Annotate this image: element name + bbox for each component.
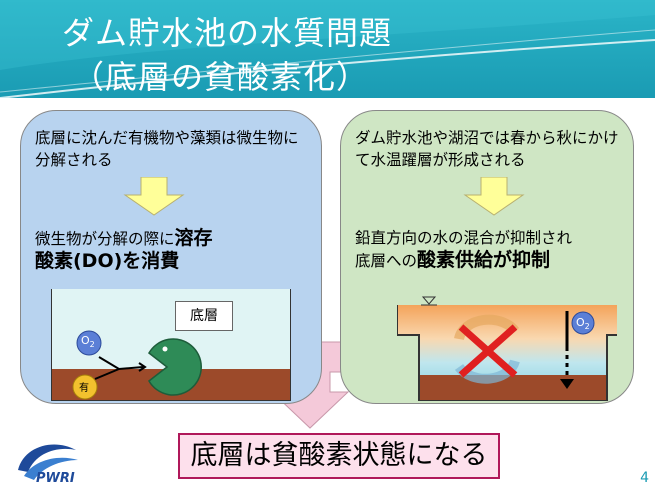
thermocline-illustration xyxy=(397,296,617,401)
o2-label-right: O2 xyxy=(576,316,590,331)
right-text2-bold2: 抑制 xyxy=(512,249,551,271)
bottom-layer-label: 底層 xyxy=(175,301,233,331)
down-arrow-icon xyxy=(123,177,185,216)
right-panel: ダム貯水池や湖沼では春から秋にかけて水温躍層が形成される 鉛直方向の水の混合が抑… xyxy=(340,110,634,404)
left-text2-normal: 微生物が分解の際に xyxy=(35,230,175,248)
right-text2-mid: が xyxy=(493,249,513,271)
o2-text-right: O xyxy=(576,316,585,329)
header-wave-decoration xyxy=(0,0,655,98)
logo-text: PWRI xyxy=(36,471,75,484)
pwri-logo: PWRI xyxy=(18,444,78,484)
right-text2-pre: 底層への xyxy=(355,252,418,270)
slide-title-line1: ダム貯水池の水質問題 xyxy=(62,14,393,52)
left-panel-text2: 微生物が分解の際に溶存 酸素(DO)を消費 xyxy=(35,227,307,273)
o2-sub-right: 2 xyxy=(584,322,590,332)
o2-label: O2 xyxy=(81,334,95,349)
left-text2-bold2: 酸素(DO)を消費 xyxy=(35,250,180,272)
o2-text: O xyxy=(81,334,90,347)
slide-title-line2: （底層の貧酸素化） xyxy=(72,58,370,96)
organic-matter-label: 有 xyxy=(79,383,89,394)
left-panel-text1: 底層に沈んだ有機物や藻類は微生物に分解される xyxy=(35,129,299,169)
left-panel: 底層に沈んだ有機物や藻類は微生物に分解される 微生物が分解の際に溶存 酸素(DO… xyxy=(20,110,322,404)
microbe-consuming-o2-icon xyxy=(72,330,202,400)
right-panel-text1: ダム貯水池や湖沼では春から秋にかけて水温躍層が形成される xyxy=(355,129,619,169)
right-panel-text2: 鉛直方向の水の混合が抑制され 底層への酸素供給が抑制 xyxy=(355,227,629,272)
left-text2-bold1: 溶存 xyxy=(174,227,213,249)
slide-header: ダム貯水池の水質問題 （底層の貧酸素化） xyxy=(0,0,655,98)
right-text2-line1: 鉛直方向の水の混合が抑制され xyxy=(355,229,573,247)
right-text2-bold1: 酸素供給 xyxy=(417,249,494,271)
o2-sub: 2 xyxy=(89,340,95,350)
down-arrow-icon xyxy=(463,177,525,216)
conclusion-box: 底層は貧酸素状態になる xyxy=(178,433,500,479)
page-number: 4 xyxy=(640,470,649,486)
